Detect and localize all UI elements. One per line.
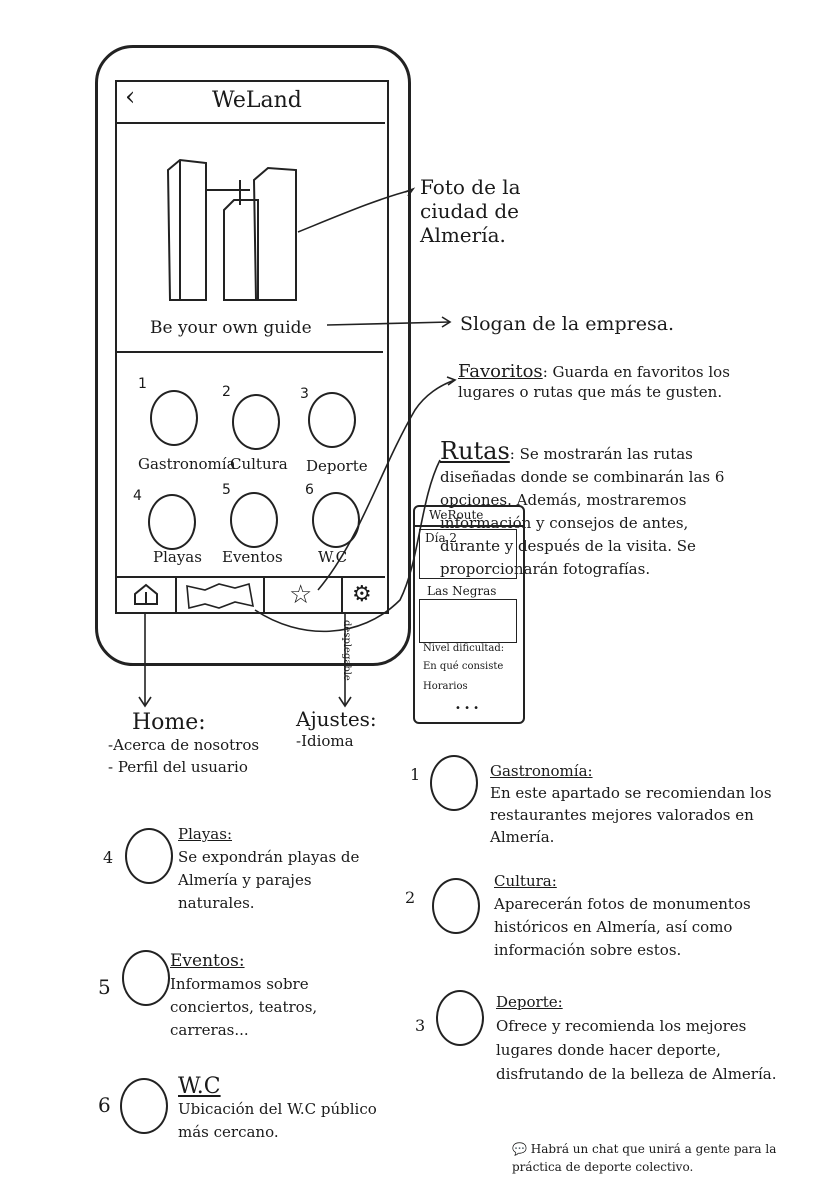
map-icon xyxy=(186,582,255,610)
cultura-section: Cultura: Aparecerán fotos de monumentos … xyxy=(494,870,794,962)
monument-icon[interactable] xyxy=(232,394,280,450)
section-number: 5 xyxy=(98,975,111,999)
tabbar-divider xyxy=(115,576,385,578)
route-card-title: WeRoute xyxy=(429,508,484,522)
rutas-annotation: Rutas: Se mostrarán las rutas diseñadas … xyxy=(440,437,740,581)
tab-map[interactable] xyxy=(177,578,265,612)
home-annotation: Home: -Acerca de nosotros - Perfil del u… xyxy=(108,712,259,778)
category-label-playas[interactable]: Playas xyxy=(153,548,202,566)
section-number: 3 xyxy=(415,1016,426,1035)
cutlery-icon[interactable] xyxy=(150,390,198,446)
ajustes-title: Ajustes: xyxy=(296,707,377,731)
section-number: 2 xyxy=(405,888,416,907)
back-button[interactable]: ‹ xyxy=(125,82,136,112)
deporte-title: Deporte: xyxy=(496,993,563,1011)
home-item: - Perfil del usuario xyxy=(108,758,248,776)
sports-icon[interactable] xyxy=(308,392,356,448)
wc-title: W.C xyxy=(178,1074,221,1099)
gastronomia-text: En este apartado se recomiendan los rest… xyxy=(490,784,772,846)
wc-section: W.C Ubicación del W.C público más cercan… xyxy=(178,1075,388,1144)
section-number: 1 xyxy=(410,765,421,784)
app-title: WeLand xyxy=(212,88,302,113)
sports-icon xyxy=(436,990,484,1046)
route-place: Las Negras xyxy=(427,584,497,598)
route-photo-box xyxy=(419,599,517,643)
beach-icon xyxy=(125,828,173,884)
category-number: 6 xyxy=(305,482,314,498)
ajustes-item: -Idioma xyxy=(296,732,354,750)
rutas-title: Rutas xyxy=(440,437,510,465)
category-label-gastronomia[interactable]: Gastronomía xyxy=(138,455,236,473)
cultura-text: Aparecerán fotos de monumentos histórico… xyxy=(494,895,751,959)
header-divider xyxy=(115,122,385,124)
deporte-chat-text: Habrá un chat que unirá a gente para la … xyxy=(512,1142,777,1174)
category-label-eventos[interactable]: Eventos xyxy=(222,548,283,566)
favoritos-title: Favoritos xyxy=(458,361,543,382)
tab-favorites[interactable]: ☆ xyxy=(265,578,343,612)
gastronomia-title: Gastronomía: xyxy=(490,762,593,780)
route-dots: • • • xyxy=(455,703,480,714)
section-number: 4 xyxy=(103,848,114,867)
tab-settings[interactable]: ⚙ xyxy=(343,578,383,612)
cutlery-icon xyxy=(430,755,478,811)
ajustes-annotation: Ajustes: -Idioma xyxy=(296,708,377,752)
deporte-section: Deporte: Ofrece y recomienda los mejores… xyxy=(496,990,796,1086)
category-number: 3 xyxy=(300,386,309,402)
section-number: 6 xyxy=(98,1093,111,1117)
slogan-text: Be your own guide xyxy=(150,318,312,338)
monument-icon xyxy=(432,878,480,934)
tab-home[interactable] xyxy=(117,578,177,612)
toilet-icon[interactable] xyxy=(312,492,360,548)
route-card: WeRoute Día 2 Las Negras Nivel dificulta… xyxy=(413,505,525,724)
category-label-wc[interactable]: W.C xyxy=(318,548,348,566)
cultura-title: Cultura: xyxy=(494,872,557,890)
toilet-icon xyxy=(120,1078,168,1134)
gear-icon: ⚙ xyxy=(352,582,372,607)
chat-icon: 💬 xyxy=(512,1142,527,1156)
route-day-box xyxy=(419,529,517,579)
category-label-deporte[interactable]: Deporte xyxy=(306,457,368,475)
gastronomia-section: Gastronomía: En este apartado se recomie… xyxy=(490,760,790,848)
favoritos-annotation: Favoritos: Guarda en favoritos los lugar… xyxy=(458,362,778,402)
route-day: Día 2 xyxy=(425,531,458,545)
calendar-icon[interactable] xyxy=(230,492,278,548)
playas-text: Se expondrán playas de Almería y parajes… xyxy=(178,848,360,912)
route-line: Horarios xyxy=(423,681,468,692)
category-number: 5 xyxy=(222,482,231,498)
eventos-text: Informamos sobre conciertos, teatros, ca… xyxy=(170,975,318,1039)
category-number: 1 xyxy=(138,376,147,392)
route-line: En qué consiste xyxy=(423,661,504,672)
star-icon: ☆ xyxy=(289,580,313,610)
eventos-title: Eventos: xyxy=(170,951,245,971)
phone-frame xyxy=(95,45,411,666)
deporte-chat-note: 💬 Habrá un chat que unirá a gente para l… xyxy=(512,1140,812,1176)
playas-title: Playas: xyxy=(178,825,233,843)
route-side-label: desplegable xyxy=(341,620,352,681)
beach-icon[interactable] xyxy=(148,494,196,550)
playas-section: Playas: Se expondrán playas de Almería y… xyxy=(178,823,388,915)
wc-text: Ubicación del W.C público más cercano. xyxy=(178,1100,377,1141)
route-line: Nivel dificultad: xyxy=(423,643,505,654)
photo-annotation: Foto de la ciudad de Almería. xyxy=(420,175,521,247)
favoritos-text: : Guarda en favoritos los lugares o ruta… xyxy=(458,363,730,401)
home-icon xyxy=(134,583,158,605)
slogan-annotation: Slogan de la empresa. xyxy=(460,313,675,335)
eventos-section: Eventos: Informamos sobre conciertos, te… xyxy=(170,950,340,1042)
home-title: Home: xyxy=(132,710,206,735)
deporte-text: Ofrece y recomienda los mejores lugares … xyxy=(496,1017,777,1083)
home-item: -Acerca de nosotros xyxy=(108,736,260,754)
calendar-icon xyxy=(122,950,170,1006)
category-number: 4 xyxy=(133,488,142,504)
category-number: 2 xyxy=(222,384,231,400)
phone-screen xyxy=(115,80,389,614)
category-label-cultura[interactable]: Cultura xyxy=(230,455,288,473)
rutas-text: : Se mostrarán las rutas diseñadas donde… xyxy=(440,445,725,578)
